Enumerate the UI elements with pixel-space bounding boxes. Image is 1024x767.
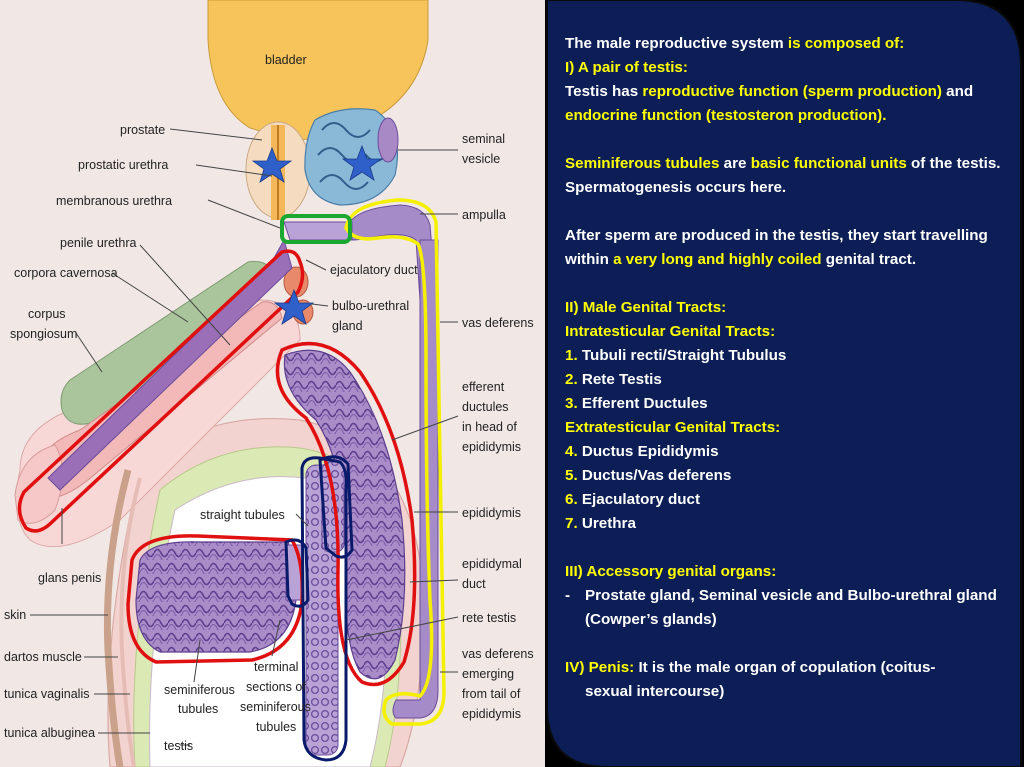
label-vas-deferens: vas deferens <box>462 316 534 330</box>
label-ampulla: ampulla <box>462 208 506 222</box>
testis-function-text: Testis has reproductive function (sperm … <box>565 83 974 124</box>
skin-edge <box>103 469 132 767</box>
label-rete-testis: rete testis <box>462 611 516 625</box>
seminal-vesicle-shape <box>304 108 399 206</box>
section-3-heading: III) Accessory genital organs: <box>565 563 777 580</box>
label-tubules: tubules <box>178 702 218 716</box>
label-seminiferous: seminiferous <box>164 683 235 697</box>
penile-urethra-tube <box>47 238 293 491</box>
label-ejaculatory-duct: ejaculatory duct <box>330 263 418 277</box>
penis-line-cont: sexual intercourse) <box>585 683 725 700</box>
sperm-travel-text: After sperm are produced in the testis, … <box>565 227 988 268</box>
label-epididymis-a: epididymis <box>462 440 521 454</box>
label-spongiosum: spongiosum <box>10 327 77 341</box>
label-duct: duct <box>462 577 486 591</box>
anatomy-diagram: bladder prostate prostatic urethra membr… <box>4 0 534 767</box>
section-2-heading: II) Male Genital Tracts: <box>565 299 727 316</box>
list-item-6: 6. Ejaculatory duct <box>565 491 701 508</box>
list-item-1: 1. Tubuli recti/Straight Tubulus <box>565 347 787 364</box>
star-bulbourethral-icon <box>273 288 315 325</box>
star-seminal-vesicle-icon <box>341 144 383 181</box>
navy-outline-rete <box>300 456 348 762</box>
label-epididymis-b: epididymis <box>462 506 521 520</box>
label-penile-urethra: penile urethra <box>60 236 136 250</box>
red-outline-epididymis <box>275 341 417 687</box>
intratesticular-heading: Intratesticular Genital Tracts: <box>565 323 776 340</box>
label-prostatic-urethra: prostatic urethra <box>78 158 168 172</box>
list-item-7: 7. Urethra <box>565 515 636 532</box>
ejaculatory-duct-link <box>283 221 353 241</box>
yellow-outline-vas <box>344 198 446 726</box>
label-efferent: efferent <box>462 380 505 394</box>
corpora-cavernosa <box>60 260 277 425</box>
list-item-3: 3. Efferent Ductules <box>565 395 708 412</box>
extratesticular-heading: Extratesticular Genital Tracts: <box>565 419 781 436</box>
label-dartos-muscle: dartos muscle <box>4 650 82 664</box>
label-corpus: corpus <box>28 307 66 321</box>
star-prostate-icon <box>251 146 293 183</box>
label-prostate: prostate <box>120 123 165 137</box>
seminiferous-lobule <box>135 541 297 653</box>
label-tubules-2: tubules <box>256 720 296 734</box>
label-terminal: terminal <box>254 660 298 674</box>
label-epididymal: epididymal <box>462 557 522 571</box>
label-in-head-of: in head of <box>462 420 517 434</box>
list-item-4: 4. Ductus Epididymis <box>565 443 719 460</box>
label-vesicle: vesicle <box>462 152 500 166</box>
leader-lines <box>30 128 459 746</box>
label-from-tail-of: from tail of <box>462 687 521 701</box>
seminiferous-text: Seminiferous tubules are basic functiona… <box>565 155 1001 196</box>
intro-line: The male reproductive system is composed… <box>565 35 905 52</box>
label-tunica-albuginea: tunica albuginea <box>4 726 95 740</box>
label-straight-tubules: straight tubules <box>200 508 285 522</box>
label-tunica-vaginalis: tunica vaginalis <box>4 687 89 701</box>
navy-outline-efferent <box>318 455 354 559</box>
section-1-heading: I) A pair of testis: <box>565 59 688 76</box>
list-item-2: 2. Rete Testis <box>565 371 662 388</box>
epididymis-head <box>283 349 406 680</box>
label-glans-penis: glans penis <box>38 571 101 585</box>
accessory-organs-item: -Prostate gland, Seminal vesicle and Bul… <box>565 587 997 628</box>
navy-outline-straight <box>284 538 310 608</box>
label-epididymis-c: epididymis <box>462 707 521 721</box>
label-bladder: bladder <box>265 53 307 67</box>
label-skin: skin <box>4 608 26 622</box>
label-seminal: seminal <box>462 132 505 146</box>
label-gland: gland <box>332 319 363 333</box>
label-vas-deferens-2: vas deferens <box>462 647 534 661</box>
label-bulbo-urethral: bulbo-urethral <box>332 299 409 313</box>
text-panel: The male reproductive system is composed… <box>545 0 1024 767</box>
dartos-edge <box>119 477 142 767</box>
list-item-5: 5. Ductus/Vas deferens <box>565 467 732 484</box>
label-seminiferous-2: seminiferous <box>240 700 311 714</box>
green-outline-ejaculatory <box>280 214 352 244</box>
label-corpora-cavernosa: corpora cavernosa <box>14 266 118 280</box>
seminal-vesicle-inner <box>377 117 399 163</box>
panel-text: The male reproductive system is composed… <box>565 32 1005 704</box>
panel-background <box>545 0 1024 767</box>
label-membranous-urethra: membranous urethra <box>56 194 172 208</box>
label-testis: testis <box>164 739 193 753</box>
label-emerging: emerging <box>462 667 514 681</box>
red-outline-urethra <box>17 249 305 533</box>
penis-line: IV) Penis: It is the male organ of copul… <box>565 659 936 676</box>
label-sections-of: sections of <box>246 680 306 694</box>
label-ductules: ductules <box>462 400 509 414</box>
